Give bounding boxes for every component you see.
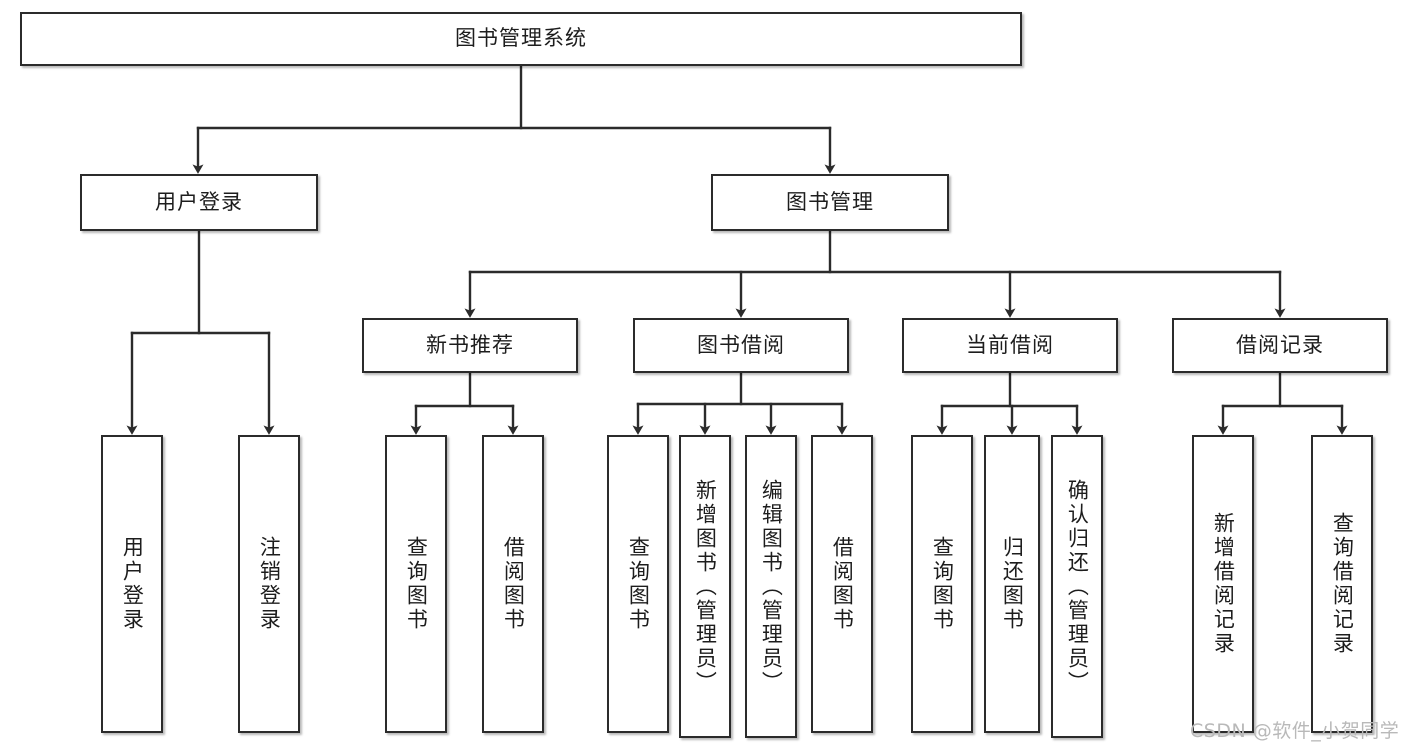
- node-leaf-add-book[interactable]: 新增图书（管理员）: [679, 435, 731, 738]
- node-label: 当前借阅: [966, 332, 1054, 357]
- node-root[interactable]: 图书管理系统: [20, 12, 1022, 66]
- node-label: 用户登录: [155, 189, 243, 214]
- node-label: 确认归还（管理员）: [1065, 478, 1090, 695]
- node-book-management[interactable]: 图书管理: [711, 174, 949, 231]
- node-leaf-query-book-recommend[interactable]: 查询图书: [385, 435, 447, 733]
- node-label: 查询图书: [626, 536, 651, 632]
- node-leaf-query-book-borrow[interactable]: 查询图书: [607, 435, 669, 733]
- node-label: 借阅图书: [501, 536, 526, 632]
- node-leaf-edit-book[interactable]: 编辑图书（管理员）: [745, 435, 797, 738]
- node-book-borrow[interactable]: 图书借阅: [633, 318, 849, 373]
- node-label: 查询图书: [930, 536, 955, 632]
- node-label: 新增借阅记录: [1211, 512, 1236, 656]
- node-leaf-logout[interactable]: 注销登录: [238, 435, 300, 733]
- node-label: 查询借阅记录: [1330, 512, 1355, 656]
- node-label: 图书管理系统: [455, 26, 587, 51]
- node-leaf-user-login[interactable]: 用户登录: [101, 435, 163, 733]
- node-leaf-query-borrow-record[interactable]: 查询借阅记录: [1311, 435, 1373, 733]
- node-label: 图书管理: [786, 189, 874, 214]
- node-label: 图书借阅: [697, 332, 785, 357]
- node-label: 新增图书（管理员）: [693, 478, 718, 695]
- node-leaf-borrow-book[interactable]: 借阅图书: [811, 435, 873, 733]
- node-label: 借阅图书: [830, 536, 855, 632]
- node-borrow-record[interactable]: 借阅记录: [1172, 318, 1388, 373]
- node-leaf-add-borrow-record[interactable]: 新增借阅记录: [1192, 435, 1254, 733]
- node-label: 新书推荐: [426, 332, 514, 357]
- node-user-login[interactable]: 用户登录: [80, 174, 318, 231]
- node-label: 查询图书: [404, 536, 429, 632]
- node-leaf-return-book[interactable]: 归还图书: [984, 435, 1040, 733]
- node-leaf-query-book-current[interactable]: 查询图书: [911, 435, 973, 733]
- node-new-book-recommend[interactable]: 新书推荐: [362, 318, 578, 373]
- node-leaf-confirm-return[interactable]: 确认归还（管理员）: [1051, 435, 1103, 738]
- csdn-watermark: CSDN @软件_小贺同学: [1190, 720, 1400, 742]
- node-label: 借阅记录: [1236, 332, 1324, 357]
- node-leaf-borrow-book-recommend[interactable]: 借阅图书: [482, 435, 544, 733]
- node-current-borrow[interactable]: 当前借阅: [902, 318, 1118, 373]
- node-label: 编辑图书（管理员）: [759, 478, 784, 695]
- node-label: 用户登录: [120, 536, 145, 632]
- node-label: 注销登录: [257, 536, 282, 632]
- node-label: 归还图书: [1000, 536, 1025, 632]
